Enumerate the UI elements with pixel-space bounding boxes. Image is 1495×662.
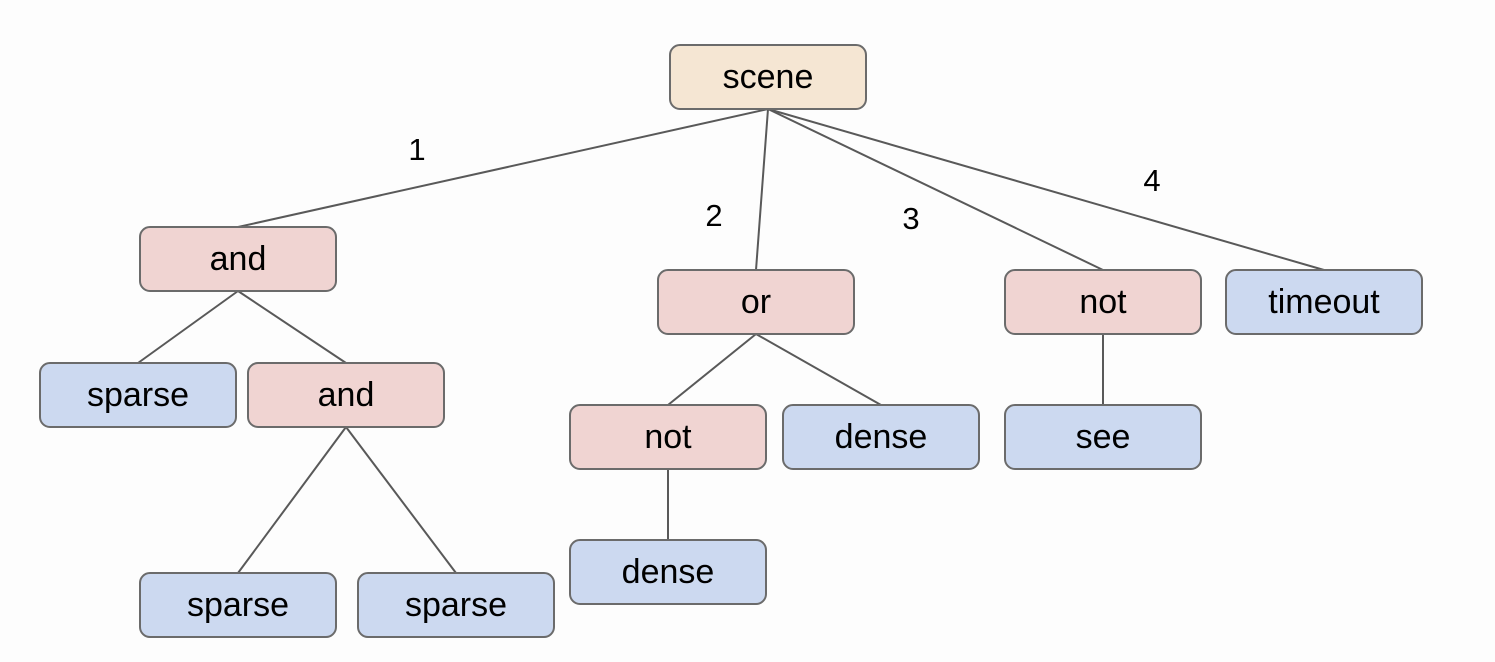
node-label-see1: see xyxy=(1076,418,1131,456)
tree-edge-and1-to-and2 xyxy=(237,290,347,364)
tree-node-see1[interactable]: see xyxy=(1004,404,1202,470)
tree-node-dense2[interactable]: dense xyxy=(569,539,767,605)
node-box-dense1 xyxy=(782,404,980,470)
tree-edge-scene-to-and1 xyxy=(237,108,769,228)
node-box-and2 xyxy=(247,362,445,428)
node-box-sparse1 xyxy=(39,362,237,428)
tree-edge-and2-to-sparse3 xyxy=(345,426,457,574)
node-box-timeout1 xyxy=(1225,269,1423,335)
node-box-or1 xyxy=(657,269,855,335)
tree-node-not1[interactable]: not xyxy=(1004,269,1202,335)
node-label-sparse1: sparse xyxy=(87,376,189,414)
tree-node-dense1[interactable]: dense xyxy=(782,404,980,470)
node-label-and2: and xyxy=(318,376,375,414)
node-box-and1 xyxy=(139,226,337,292)
node-box-sparse3 xyxy=(357,572,555,638)
node-label-sparse2: sparse xyxy=(187,586,289,624)
tree-edge-scene-to-timeout1 xyxy=(767,108,1325,271)
node-label-or1: or xyxy=(741,283,771,321)
node-box-dense2 xyxy=(569,539,767,605)
node-box-scene xyxy=(669,44,867,110)
node-label-not2: not xyxy=(644,418,692,456)
node-label-sparse3: sparse xyxy=(405,586,507,624)
node-label-dense2: dense xyxy=(622,553,715,591)
tree-node-sparse2[interactable]: sparse xyxy=(139,572,337,638)
tree-node-scene[interactable]: scene xyxy=(669,44,867,110)
node-label-dense1: dense xyxy=(835,418,928,456)
node-label-timeout1: timeout xyxy=(1268,283,1380,321)
node-box-see1 xyxy=(1004,404,1202,470)
edge-label-1: 1 xyxy=(408,132,425,167)
edge-label-3: 3 xyxy=(902,201,919,236)
tree-edge-and2-to-sparse2 xyxy=(237,426,347,574)
tree-edge-scene-to-or1 xyxy=(755,108,769,271)
tree-edge-scene-to-not1 xyxy=(767,108,1104,271)
tree-node-not2[interactable]: not xyxy=(569,404,767,470)
tree-edge-or1-to-dense1 xyxy=(755,333,882,406)
tree-node-and2[interactable]: and xyxy=(247,362,445,428)
tree-node-and1[interactable]: and xyxy=(139,226,337,292)
edge-label-4: 4 xyxy=(1143,163,1160,198)
tree-edge-and1-to-sparse1 xyxy=(137,290,239,364)
node-label-and1: and xyxy=(210,240,267,278)
tree-edge-or1-to-not2 xyxy=(667,333,757,406)
node-label-not1: not xyxy=(1079,283,1127,321)
edge-labels-layer: 1 2 3 4 xyxy=(408,132,1160,236)
tree-node-sparse1[interactable]: sparse xyxy=(39,362,237,428)
node-box-not2 xyxy=(569,404,767,470)
tree-node-sparse3[interactable]: sparse xyxy=(357,572,555,638)
tree-node-timeout1[interactable]: timeout xyxy=(1225,269,1423,335)
node-box-not1 xyxy=(1004,269,1202,335)
edge-label-2: 2 xyxy=(705,198,722,233)
tree-node-or1[interactable]: or xyxy=(657,269,855,335)
edges-layer xyxy=(137,108,1325,574)
node-label-scene: scene xyxy=(723,58,814,96)
nodes-layer: scene and or not timeout sparse and not dense see… xyxy=(39,44,1423,638)
node-box-sparse2 xyxy=(139,572,337,638)
